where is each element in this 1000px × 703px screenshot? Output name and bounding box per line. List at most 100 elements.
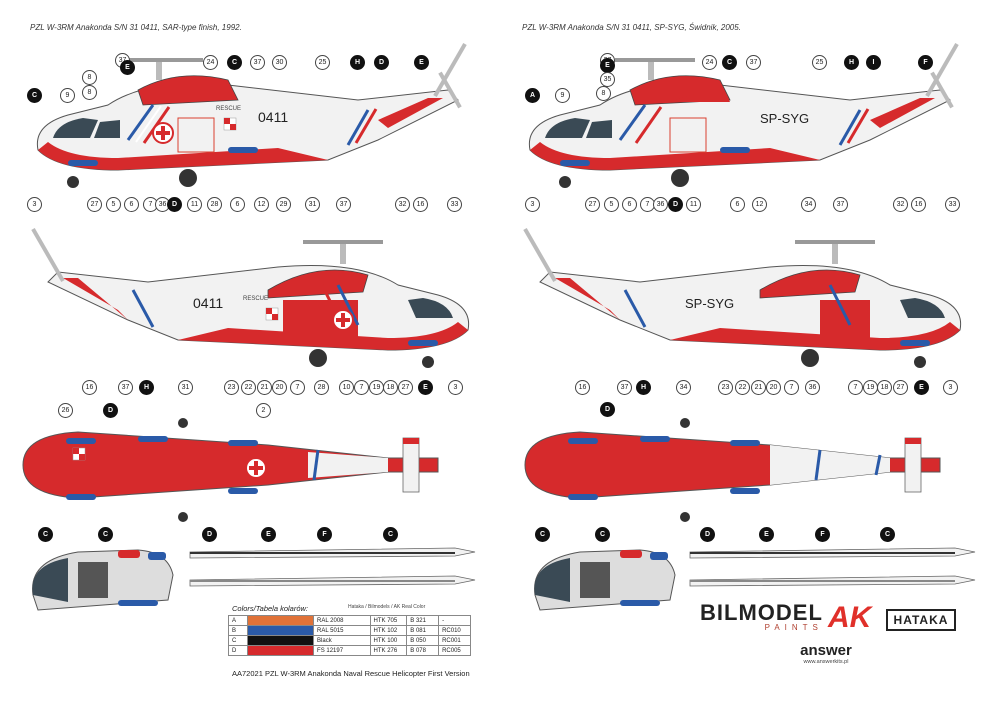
legend-bilmodel: B 081: [406, 625, 440, 636]
left-mid-callout: 19: [369, 380, 384, 395]
right-top-callout: H: [844, 55, 859, 70]
right-top-callout: E: [600, 58, 615, 73]
right-top-callout: D: [668, 197, 683, 212]
right-mid-callout: 3: [943, 380, 958, 395]
left-mid-callout: 7: [354, 380, 369, 395]
legend-letter: A: [228, 615, 248, 626]
legend-swatch: [246, 635, 315, 646]
left-mid-callout: 28: [314, 380, 329, 395]
left-top-callout: 37: [336, 197, 351, 212]
legend-hataka: HTK 705: [369, 615, 408, 626]
right-mid-callout: 22: [735, 380, 750, 395]
left-top-callout: 5: [106, 197, 121, 212]
legend-letter: D: [228, 645, 248, 656]
right-top-registration: SP-SYG: [760, 111, 809, 126]
footer-caption: AA72021 PZL W-3RM Anakonda Naval Rescue …: [232, 669, 470, 678]
left-top-callout: 3: [27, 197, 42, 212]
left-mid-callout: 31: [178, 380, 193, 395]
left-top-callout: 33: [447, 197, 462, 212]
left-top-callout: 6: [124, 197, 139, 212]
top-view-left: [22, 418, 439, 522]
answer-name: answer: [800, 642, 852, 659]
legend-hataka: HTK 100: [369, 635, 408, 646]
left-top-callout: 8: [82, 70, 97, 85]
caption-right: PZL W-3RM Anakonda S/N 31 0411, SP-SYG, …: [522, 23, 741, 32]
left-top-callout: 28: [207, 197, 222, 212]
left-top-callout: 31: [305, 197, 320, 212]
legend-bilmodel: B 078: [406, 645, 440, 656]
left-mid-callout: 18: [383, 380, 398, 395]
legend-name: RAL 5015: [313, 625, 371, 636]
right-top-callout: 12: [752, 197, 767, 212]
right-mid-callout: 36: [805, 380, 820, 395]
right-top-callout: A: [525, 88, 540, 103]
right-top-callout: F: [918, 55, 933, 70]
answer-url: www.answerkits.pl: [803, 659, 849, 665]
right-top-callout: 9: [555, 88, 570, 103]
right-top-callout: 36: [653, 197, 668, 212]
bilmodel-paints: PAINTS: [764, 623, 823, 632]
bilmodel-name: BILMODEL: [700, 600, 823, 625]
left-top-callout: E: [120, 60, 135, 75]
right-top-callout: 6: [730, 197, 745, 212]
left-top-callout: 11: [187, 197, 202, 212]
right-mid-callout: 37: [617, 380, 632, 395]
left-mid-callout: 10: [339, 380, 354, 395]
legend-bilmodel: B 321: [406, 615, 440, 626]
top-view-right: [524, 418, 941, 522]
legend-name: RAL 2008: [313, 615, 371, 626]
left-mid-callout: E: [418, 380, 433, 395]
blade-right-callout: C: [535, 527, 550, 542]
left-mid-callout: 3: [448, 380, 463, 395]
legend-letter: B: [228, 625, 248, 636]
left-top-callout: 25: [315, 55, 330, 70]
left-top-callout: D: [167, 197, 182, 212]
legend-hataka: HTK 276: [369, 645, 408, 656]
legend-bilmodel: B 050: [406, 635, 440, 646]
legend-swatch: [246, 645, 315, 656]
right-mid-callout: 7: [784, 380, 799, 395]
right-mid-callout: 18: [877, 380, 892, 395]
left-side-view-left-mid: 0411 RESCUE: [31, 228, 470, 368]
front-view-right: [534, 549, 676, 611]
legend-title: Colors/Tabela kolarów:: [232, 604, 309, 613]
left-top-callout: 6: [230, 197, 245, 212]
left-top-callout: 37: [250, 55, 265, 70]
left-bottom-callout: D: [103, 403, 118, 418]
left-top-callout: 30: [272, 55, 287, 70]
left-mid-callout: 20: [272, 380, 287, 395]
left-mid-callout: 16: [82, 380, 97, 395]
blade-right-callout: C: [880, 527, 895, 542]
blade-left-callout: D: [202, 527, 217, 542]
right-top-callout: 24: [702, 55, 717, 70]
left-bottom-callout: 2: [256, 403, 271, 418]
caption-left: PZL W-3RM Anakonda S/N 31 0411, SAR-type…: [30, 23, 242, 32]
legend-ak: -: [438, 615, 471, 626]
legend-swatch: [246, 615, 315, 626]
left-top-callout: H: [350, 55, 365, 70]
left-top-callout: E: [414, 55, 429, 70]
legend-letter: C: [228, 635, 248, 646]
legend-ak: RC005: [438, 645, 471, 656]
legend-ak: RC001: [438, 635, 471, 646]
left-top-callout: D: [374, 55, 389, 70]
right-mid-callout: 27: [893, 380, 908, 395]
front-view-left: [32, 549, 174, 611]
left-mid-callout: 23: [224, 380, 239, 395]
right-mid-callout: 23: [718, 380, 733, 395]
left-top-callout: 32: [395, 197, 410, 212]
rotor-blades-left: [189, 547, 476, 587]
blade-left-callout: C: [98, 527, 113, 542]
right-top-callout: 37: [746, 55, 761, 70]
blade-right-callout: C: [595, 527, 610, 542]
right-mid-callout: 16: [575, 380, 590, 395]
hataka-logo: HATAKA: [886, 609, 956, 631]
legend-name: Black: [313, 635, 371, 646]
right-top-callout: 6: [622, 197, 637, 212]
left-mid-callout: 21: [257, 380, 272, 395]
right-top-callout: I: [866, 55, 881, 70]
right-mid-callout: 21: [751, 380, 766, 395]
